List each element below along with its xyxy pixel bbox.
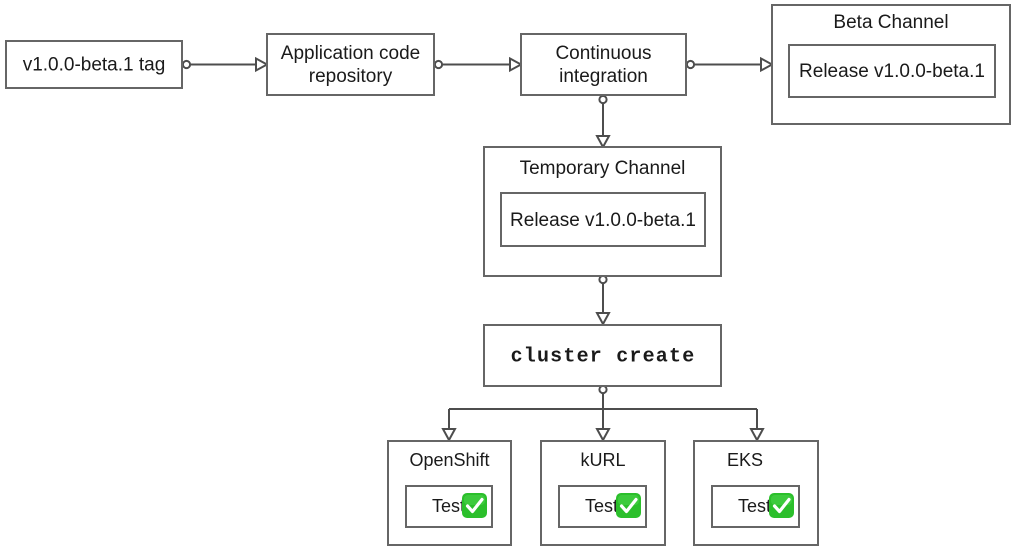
node-repo-label-line2: repository [309,66,393,87]
edge-ci-to-beta-channel [685,56,775,73]
node-application-code-repository[interactable]: Application code repository [266,33,435,96]
node-kurl[interactable]: kURL Tests [540,440,666,546]
node-ci-label-line2: integration [559,66,648,87]
edge-temporary-channel-to-cluster-create [595,274,611,327]
node-beta-channel-release: Release v1.0.0-beta.1 [799,61,985,82]
node-ci-label-line1: Continuous [555,43,651,64]
node-temporary-channel-title: Temporary Channel [520,158,686,179]
node-cluster-create[interactable]: cluster create [483,324,722,387]
check-mark-green-icon [462,493,487,518]
node-repo-label-line1: Application code [281,43,420,64]
node-openshift-title: OpenShift [409,450,489,470]
node-cluster-create-label: cluster create [511,345,696,368]
check-mark-green-icon [616,493,641,518]
node-beta-channel-title: Beta Channel [833,12,948,33]
node-tag[interactable]: v1.0.0-beta.1 tag [5,40,183,89]
node-kurl-title: kURL [580,450,625,470]
node-eks[interactable]: EKS Tests [693,440,819,546]
node-openshift[interactable]: OpenShift Tests [387,440,512,546]
edge-tag-to-repo [181,56,270,73]
edge-ci-to-temporary-channel [595,94,611,150]
node-temporary-channel[interactable]: Temporary Channel Release v1.0.0-beta.1 [483,146,722,277]
node-continuous-integration[interactable]: Continuous integration [520,33,687,96]
node-temporary-channel-release: Release v1.0.0-beta.1 [510,210,696,231]
node-tag-label: v1.0.0-beta.1 tag [23,55,166,76]
node-eks-title: EKS [727,450,763,470]
check-mark-green-icon [769,493,794,518]
edge-cluster-create-branch [441,384,765,443]
node-beta-channel[interactable]: Beta Channel Release v1.0.0-beta.1 [771,4,1011,125]
edge-repo-to-ci [433,56,524,73]
